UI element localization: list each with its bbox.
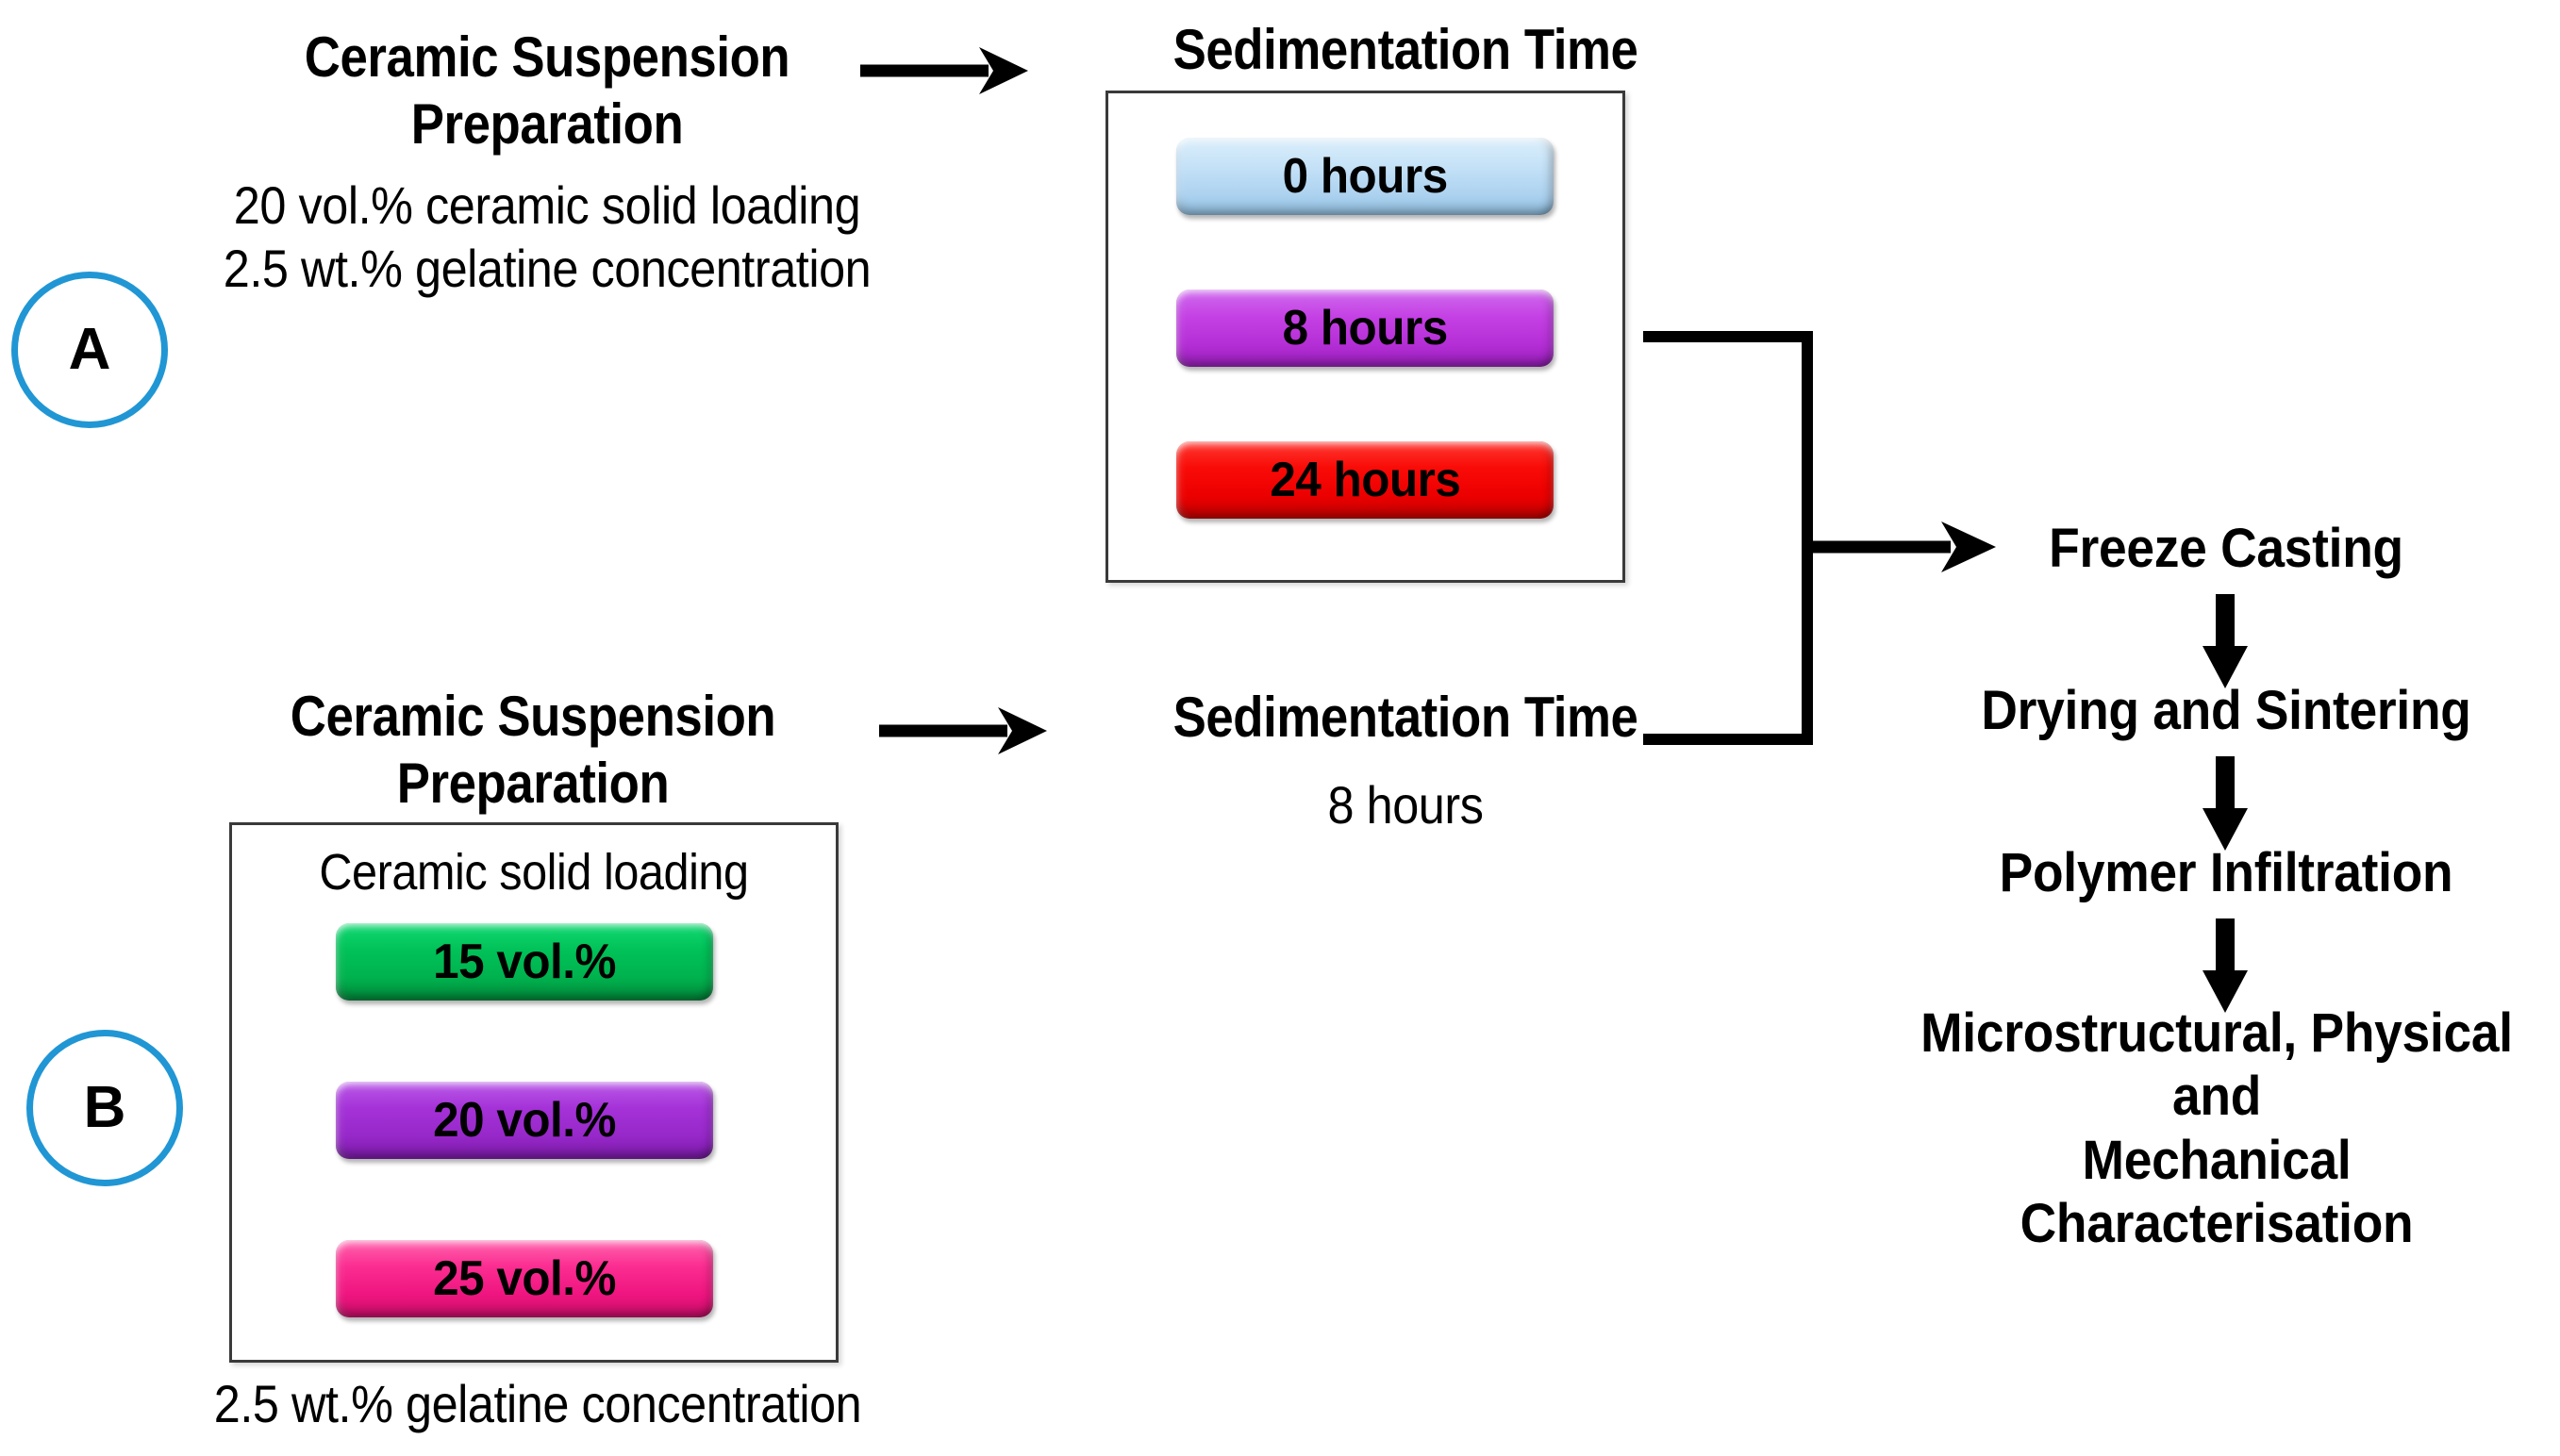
connector-top-horizontal (1643, 331, 1813, 342)
process-step-characterisation: Microstructural, Physical and Mechanical… (1920, 1002, 2513, 1254)
option-pill-0-hours[interactable]: 0 hours (1176, 138, 1554, 215)
process-step-freeze-casting: Freeze Casting (2049, 518, 2403, 579)
gelatine-note-b: 2.5 wt.% gelatine concentration (213, 1374, 862, 1433)
sedimentation-title-a: Sedimentation Time (1172, 18, 1638, 81)
option-pill-20-vol-label: 20 vol.% (433, 1093, 616, 1148)
arrow-prep-to-sedimentation-a (860, 47, 1028, 94)
arrow-merge-to-freeze-casting (1809, 521, 1996, 572)
option-pill-8-hours-label: 8 hours (1282, 301, 1448, 356)
solid-loading-title-b: Ceramic solid loading (319, 844, 749, 901)
sedimentation-value-b: 8 hours (1327, 775, 1484, 835)
process-step-polymer-infiltration: Polymer Infiltration (1999, 842, 2453, 903)
arrow-prep-to-sedimentation-b (879, 707, 1047, 754)
solid-loading-options-box-b: Ceramic solid loading 15 vol.% 20 vol.% … (229, 822, 839, 1363)
option-pill-15-vol-label: 15 vol.% (433, 935, 616, 989)
prep-title-b: Ceramic Suspension Preparation (290, 685, 776, 815)
option-pill-24-hours[interactable]: 24 hours (1176, 441, 1554, 519)
option-pill-25-vol-label: 25 vol.% (433, 1251, 616, 1306)
prep-title-a: Ceramic Suspension Preparation (304, 25, 790, 156)
connector-vertical-spine (1802, 331, 1813, 745)
section-badge-a: A (11, 272, 168, 428)
option-pill-15-vol[interactable]: 15 vol.% (336, 923, 713, 1001)
option-pill-0-hours-label: 0 hours (1282, 149, 1448, 204)
arrow-down-freeze-to-drying (2203, 594, 2248, 688)
section-badge-a-letter: A (68, 317, 111, 382)
sedimentation-options-box-a: 0 hours 8 hours 24 hours (1105, 91, 1625, 583)
arrow-down-polymer-to-characterisation (2203, 918, 2248, 1013)
section-badge-b-letter: B (83, 1075, 126, 1140)
option-pill-20-vol[interactable]: 20 vol.% (336, 1082, 713, 1159)
arrow-down-drying-to-polymer (2203, 756, 2248, 851)
connector-bottom-horizontal (1643, 734, 1813, 745)
option-pill-8-hours[interactable]: 8 hours (1176, 290, 1554, 367)
section-badge-b: B (26, 1030, 183, 1186)
sedimentation-title-b: Sedimentation Time (1172, 686, 1638, 749)
prep-details-a: 20 vol.% ceramic solid loading 2.5 wt.% … (223, 175, 872, 299)
option-pill-25-vol[interactable]: 25 vol.% (336, 1240, 713, 1317)
process-step-drying-sintering: Drying and Sintering (1981, 680, 2471, 741)
option-pill-24-hours-label: 24 hours (1269, 453, 1461, 507)
